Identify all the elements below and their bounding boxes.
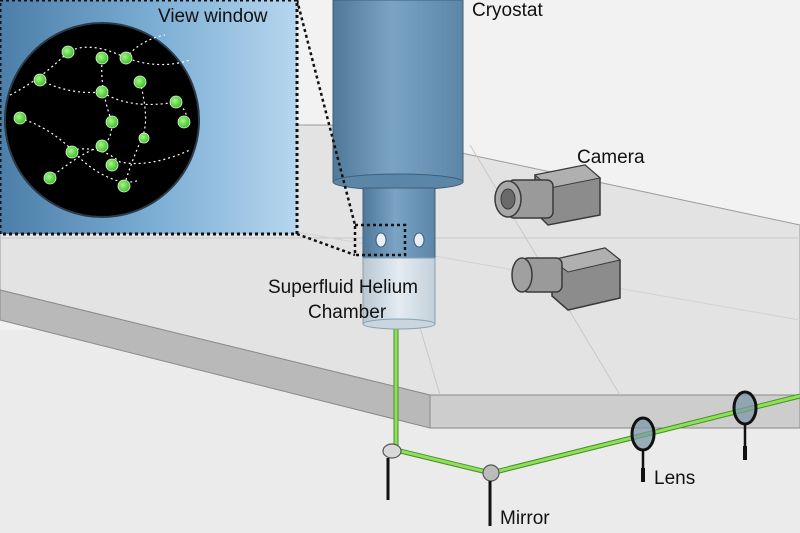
- particle: [95, 139, 109, 153]
- particle: [65, 145, 79, 159]
- particle: [138, 132, 150, 144]
- lens-right: [732, 390, 758, 460]
- cryostat: [332, 0, 464, 259]
- helium-chamber: [362, 257, 436, 330]
- particle: [133, 75, 147, 89]
- particle: [105, 158, 119, 172]
- view-window-inset: [0, 0, 299, 236]
- camera-upper: [494, 164, 602, 226]
- particle: [95, 85, 109, 99]
- particle: [169, 95, 183, 109]
- camera-lower: [511, 247, 622, 311]
- camera-label: Camera: [577, 147, 645, 168]
- mirror-label: Mirror: [500, 508, 550, 529]
- view-window-circle: [4, 22, 200, 218]
- mirror-upper: [382, 443, 402, 500]
- particle: [177, 115, 191, 129]
- particle: [33, 73, 47, 87]
- particle: [119, 51, 133, 65]
- particle: [61, 45, 75, 59]
- chamber-label-line1: Superfluid Helium: [268, 277, 418, 298]
- view-window-label: View window: [158, 6, 268, 27]
- particle: [95, 51, 109, 65]
- particle: [13, 111, 27, 125]
- particle: [117, 179, 131, 193]
- particles: [13, 45, 191, 193]
- mirror-lower: [482, 464, 500, 526]
- particle: [43, 171, 57, 185]
- cryostat-label: Cryostat: [472, 0, 543, 21]
- lens-label: Lens: [654, 468, 695, 489]
- particle: [105, 115, 119, 129]
- chamber-label-line2: Chamber: [308, 302, 387, 323]
- zoom-indicator: [295, 0, 407, 257]
- lens-left: [630, 416, 656, 482]
